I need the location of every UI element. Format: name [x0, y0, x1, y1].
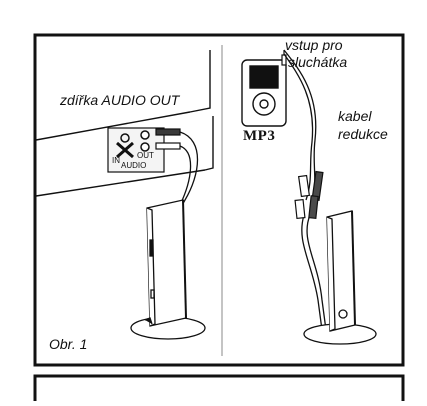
- left-speaker: [130, 199, 206, 340]
- figure-frame: [33, 33, 405, 367]
- out-jack-icon: [140, 130, 150, 152]
- device-rear: [35, 50, 214, 197]
- mp3-label: MP3: [243, 128, 276, 144]
- panel-in-label: IN: [112, 156, 120, 165]
- in-jack-icon: [116, 133, 134, 159]
- adapter-plugs: [294, 170, 324, 220]
- figure-number-label: Obr. 1: [49, 336, 88, 352]
- next-frame: [33, 374, 405, 401]
- audio-panel: [107, 127, 165, 173]
- audio-out-label: zdířka AUDIO OUT: [60, 92, 180, 108]
- right-speaker: [303, 210, 377, 345]
- adapter-cable-label-1: kabel: [338, 108, 372, 124]
- panel-audio-label: AUDIO: [121, 161, 147, 170]
- adapter-cable-label-2: redukce: [338, 126, 388, 142]
- headphone-input-label-2: sluchátka: [288, 54, 348, 70]
- headphone-input-label-1: vstup pro: [285, 37, 343, 53]
- panel-out-label: OUT: [137, 151, 154, 160]
- mp3-player: [241, 59, 287, 127]
